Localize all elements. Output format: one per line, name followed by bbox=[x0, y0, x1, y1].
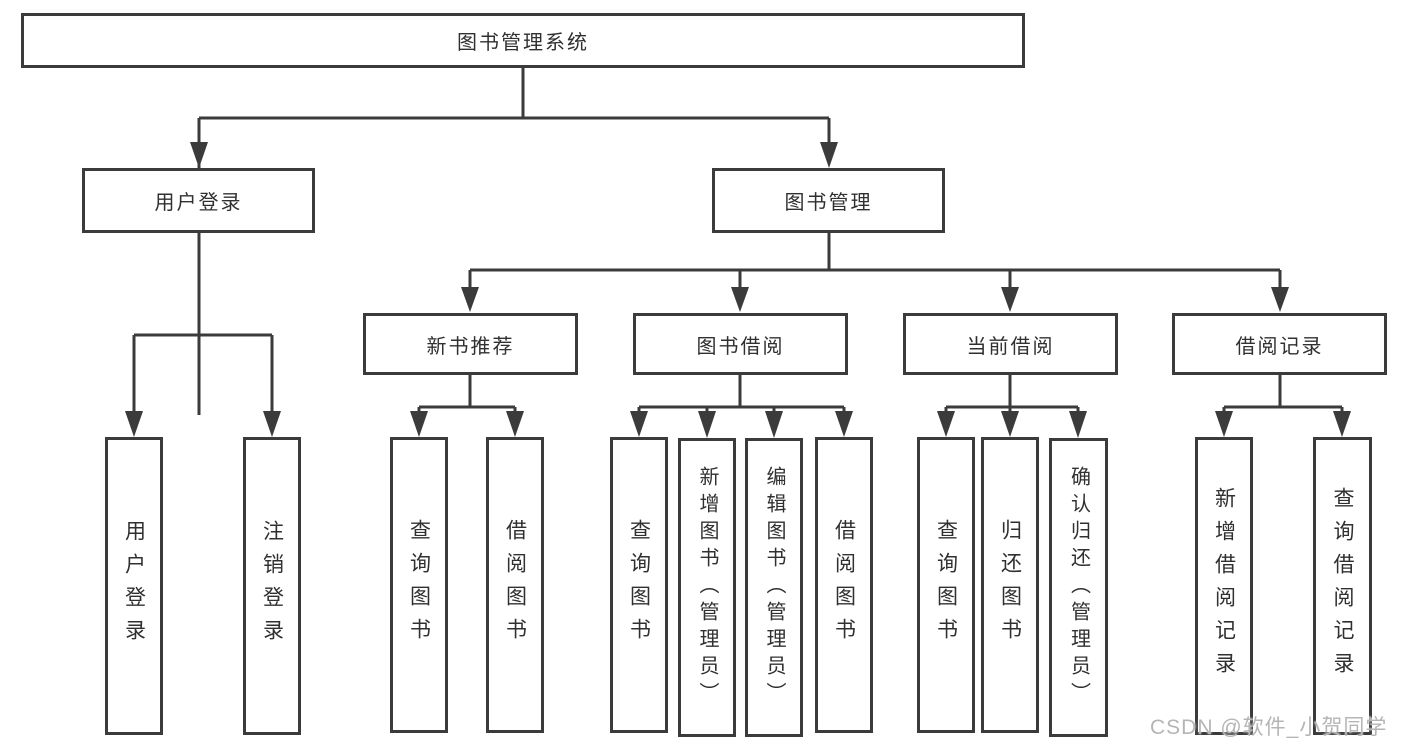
node-borrow-books-2: 借阅图书 bbox=[815, 437, 873, 733]
node-label: 确认归还（管理员） bbox=[1067, 466, 1090, 709]
node-library-management-system: 图书管理系统 bbox=[21, 13, 1025, 68]
node-edit-books-admin: 编辑图书（管理员） bbox=[745, 438, 803, 737]
node-query-books-3: 查询图书 bbox=[917, 437, 975, 733]
csdn-watermark: CSDN @软件_小贺同学 bbox=[1150, 716, 1388, 739]
node-label: 查询借阅记录 bbox=[1331, 487, 1354, 685]
node-label: 查询图书 bbox=[627, 519, 651, 651]
node-label: 当前借阅 bbox=[966, 335, 1055, 358]
node-user-login-leaf: 用户登录 bbox=[105, 437, 163, 735]
node-label: 用户登录 bbox=[122, 520, 146, 652]
node-current-borrow: 当前借阅 bbox=[903, 313, 1118, 375]
node-label: 归还图书 bbox=[998, 519, 1022, 651]
node-label: 新增借阅记录 bbox=[1212, 487, 1236, 685]
node-logout: 注销登录 bbox=[243, 437, 301, 735]
node-label: 新增图书（管理员） bbox=[696, 466, 718, 709]
node-label: 图书借阅 bbox=[696, 335, 785, 358]
node-label: 借阅图书 bbox=[503, 519, 527, 651]
node-new-book-recommend: 新书推荐 bbox=[363, 313, 578, 375]
node-add-books-admin: 新增图书（管理员） bbox=[678, 438, 736, 737]
node-label: 编辑图书（管理员） bbox=[763, 466, 785, 709]
node-label: 注销登录 bbox=[260, 520, 284, 652]
node-label: 图书管理系统 bbox=[457, 32, 589, 54]
node-book-borrow: 图书借阅 bbox=[633, 313, 848, 375]
node-label: 查询图书 bbox=[407, 519, 431, 651]
node-label: 借阅记录 bbox=[1235, 335, 1324, 358]
node-label: 借阅图书 bbox=[832, 519, 856, 651]
node-label: 查询图书 bbox=[934, 519, 958, 651]
node-add-borrow-record: 新增借阅记录 bbox=[1195, 437, 1253, 735]
node-label: 新书推荐 bbox=[426, 335, 515, 358]
node-label: 图书管理 bbox=[784, 192, 873, 214]
node-query-borrow-record: 查询借阅记录 bbox=[1313, 437, 1372, 735]
node-query-books-1: 查询图书 bbox=[390, 437, 448, 733]
node-query-books-2: 查询图书 bbox=[610, 437, 668, 733]
node-borrow-books-1: 借阅图书 bbox=[486, 437, 544, 733]
node-label: 用户登录 bbox=[154, 192, 243, 214]
node-user-login: 用户登录 bbox=[82, 168, 315, 233]
node-book-management: 图书管理 bbox=[712, 168, 945, 233]
node-confirm-return-admin: 确认归还（管理员） bbox=[1049, 438, 1108, 737]
node-return-books: 归还图书 bbox=[981, 437, 1039, 733]
node-borrow-records: 借阅记录 bbox=[1172, 313, 1387, 375]
